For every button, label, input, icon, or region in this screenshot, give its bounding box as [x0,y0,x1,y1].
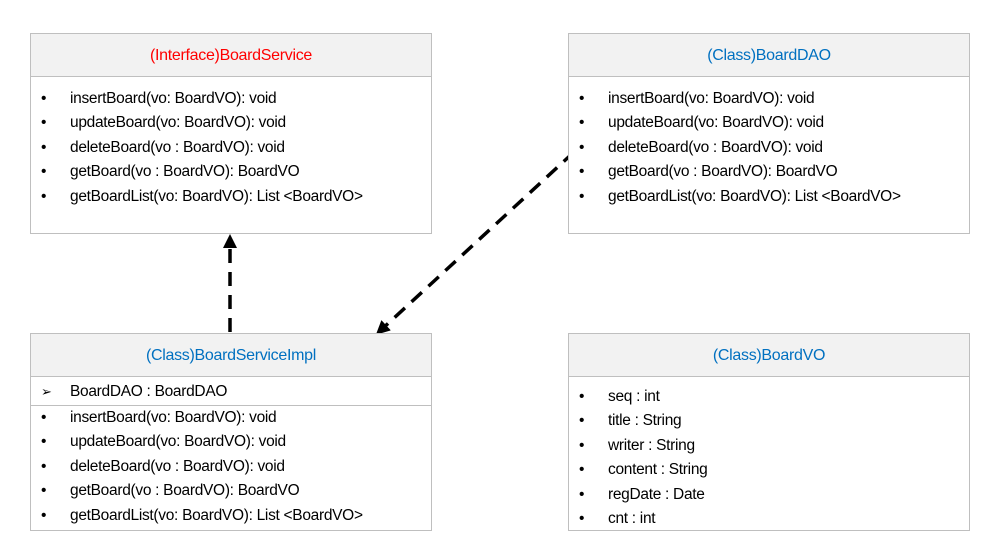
bullet: • [41,457,47,475]
field-row: • title : String [569,409,969,433]
dependency-arrow-dao-to-impl [375,150,576,335]
method-row: • insertBoard(vo: BoardVO): void [31,406,431,430]
method-row: • getBoardList(vo: BoardVO): List <BoardV… [31,504,431,528]
arrow-bullet-icon: ➢ [41,384,52,399]
method-row: • updateBoard(vo: BoardVO): void [31,111,431,135]
method-text: getBoard(vo : BoardVO): BoardVO [70,163,300,181]
bullet: • [579,485,585,503]
field-text: cnt : int [608,510,656,528]
bullet: • [579,163,585,181]
method-row: • getBoardList(vo: BoardVO): List <BoardV… [31,185,431,209]
method-text: getBoard(vo : BoardVO): BoardVO [608,163,838,181]
bullet: • [579,436,585,454]
board-dao-box: (Class)BoardDAO • insertBoard(vo: BoardVO… [568,33,970,234]
bullet: • [579,461,585,479]
method-text: getBoardList(vo: BoardVO): List <BoardVO… [608,187,901,205]
method-text: insertBoard(vo: BoardVO): void [608,90,815,107]
method-text: updateBoard(vo: BoardVO): void [70,114,286,132]
board-service-impl-title: (Class)BoardServiceImpl [31,334,431,377]
method-row: • insertBoard(vo: BoardVO): void [31,87,431,111]
field-text: seq : int [608,388,660,405]
bullet: • [41,409,47,426]
bullet: • [41,433,47,451]
field-row: • cnt : int [569,507,969,531]
board-vo-fields: • seq : int • title : String • writer : Str… [569,377,969,531]
board-service-box: (Interface)BoardService • insertBoard(vo:… [30,33,432,234]
bullet: • [579,114,585,132]
method-text: getBoardList(vo: BoardVO): List <BoardVO… [70,506,363,524]
field-row: • seq : int [569,385,969,409]
board-service-impl-box: (Class)BoardServiceImpl ➢ BoardDAO : Boar… [30,333,432,531]
attribute-text: BoardDAO : BoardDAO [70,383,228,400]
board-vo-title: (Class)BoardVO [569,334,969,377]
board-service-title: (Interface)BoardService [31,34,431,77]
bullet: • [41,90,47,107]
board-dao-title: (Class)BoardDAO [569,34,969,77]
board-service-methods: • insertBoard(vo: BoardVO): void • updateB… [31,77,431,209]
bullet: • [41,138,47,156]
field-row: • regDate : Date [569,483,969,507]
field-text: title : String [608,412,682,430]
bullet: • [41,482,47,500]
method-text: updateBoard(vo: BoardVO): void [70,433,286,451]
method-text: deleteBoard(vo : BoardVO): void [608,138,823,156]
bullet: • [579,510,585,528]
method-row: • deleteBoard(vo : BoardVO): void [569,136,969,160]
board-service-impl-attributes: ➢ BoardDAO : BoardDAO [31,377,431,406]
field-row: • content : String [569,458,969,482]
method-text: getBoard(vo : BoardVO): BoardVO [70,482,300,500]
field-text: writer : String [608,436,695,454]
bullet: • [579,90,585,107]
bullet: • [41,187,47,205]
method-row: • getBoard(vo : BoardVO): BoardVO [31,160,431,184]
method-text: insertBoard(vo: BoardVO): void [70,90,277,107]
method-text: insertBoard(vo: BoardVO): void [70,409,277,426]
bullet: • [41,114,47,132]
method-row: • deleteBoard(vo : BoardVO): void [31,455,431,479]
board-vo-box: (Class)BoardVO • seq : int • title : Strin… [568,333,970,531]
field-text: regDate : Date [608,485,705,503]
method-text: updateBoard(vo: BoardVO): void [608,114,824,132]
board-dao-methods: • insertBoard(vo: BoardVO): void • updateB… [569,77,969,209]
method-row: • insertBoard(vo: BoardVO): void [569,87,969,111]
method-row: • deleteBoard(vo : BoardVO): void [31,136,431,160]
method-text: deleteBoard(vo : BoardVO): void [70,457,285,475]
bullet: • [579,412,585,430]
method-row: • getBoard(vo : BoardVO): BoardVO [31,479,431,503]
method-text: deleteBoard(vo : BoardVO): void [70,138,285,156]
method-row: • updateBoard(vo: BoardVO): void [31,430,431,454]
bullet: • [579,187,585,205]
bullet: • [579,138,585,156]
method-row: • updateBoard(vo: BoardVO): void [569,111,969,135]
bullet: • [579,388,585,405]
field-text: content : String [608,461,708,479]
method-row: • getBoard(vo : BoardVO): BoardVO [569,160,969,184]
method-text: getBoardList(vo: BoardVO): List <BoardVO… [70,187,363,205]
bullet: • [41,506,47,524]
bullet: • [41,163,47,181]
method-row: • getBoardList(vo: BoardVO): List <BoardV… [569,185,969,209]
board-service-impl-methods: • insertBoard(vo: BoardVO): void • updateB… [31,406,431,528]
field-row: • writer : String [569,434,969,458]
attribute-row: ➢ BoardDAO : BoardDAO [41,382,431,402]
